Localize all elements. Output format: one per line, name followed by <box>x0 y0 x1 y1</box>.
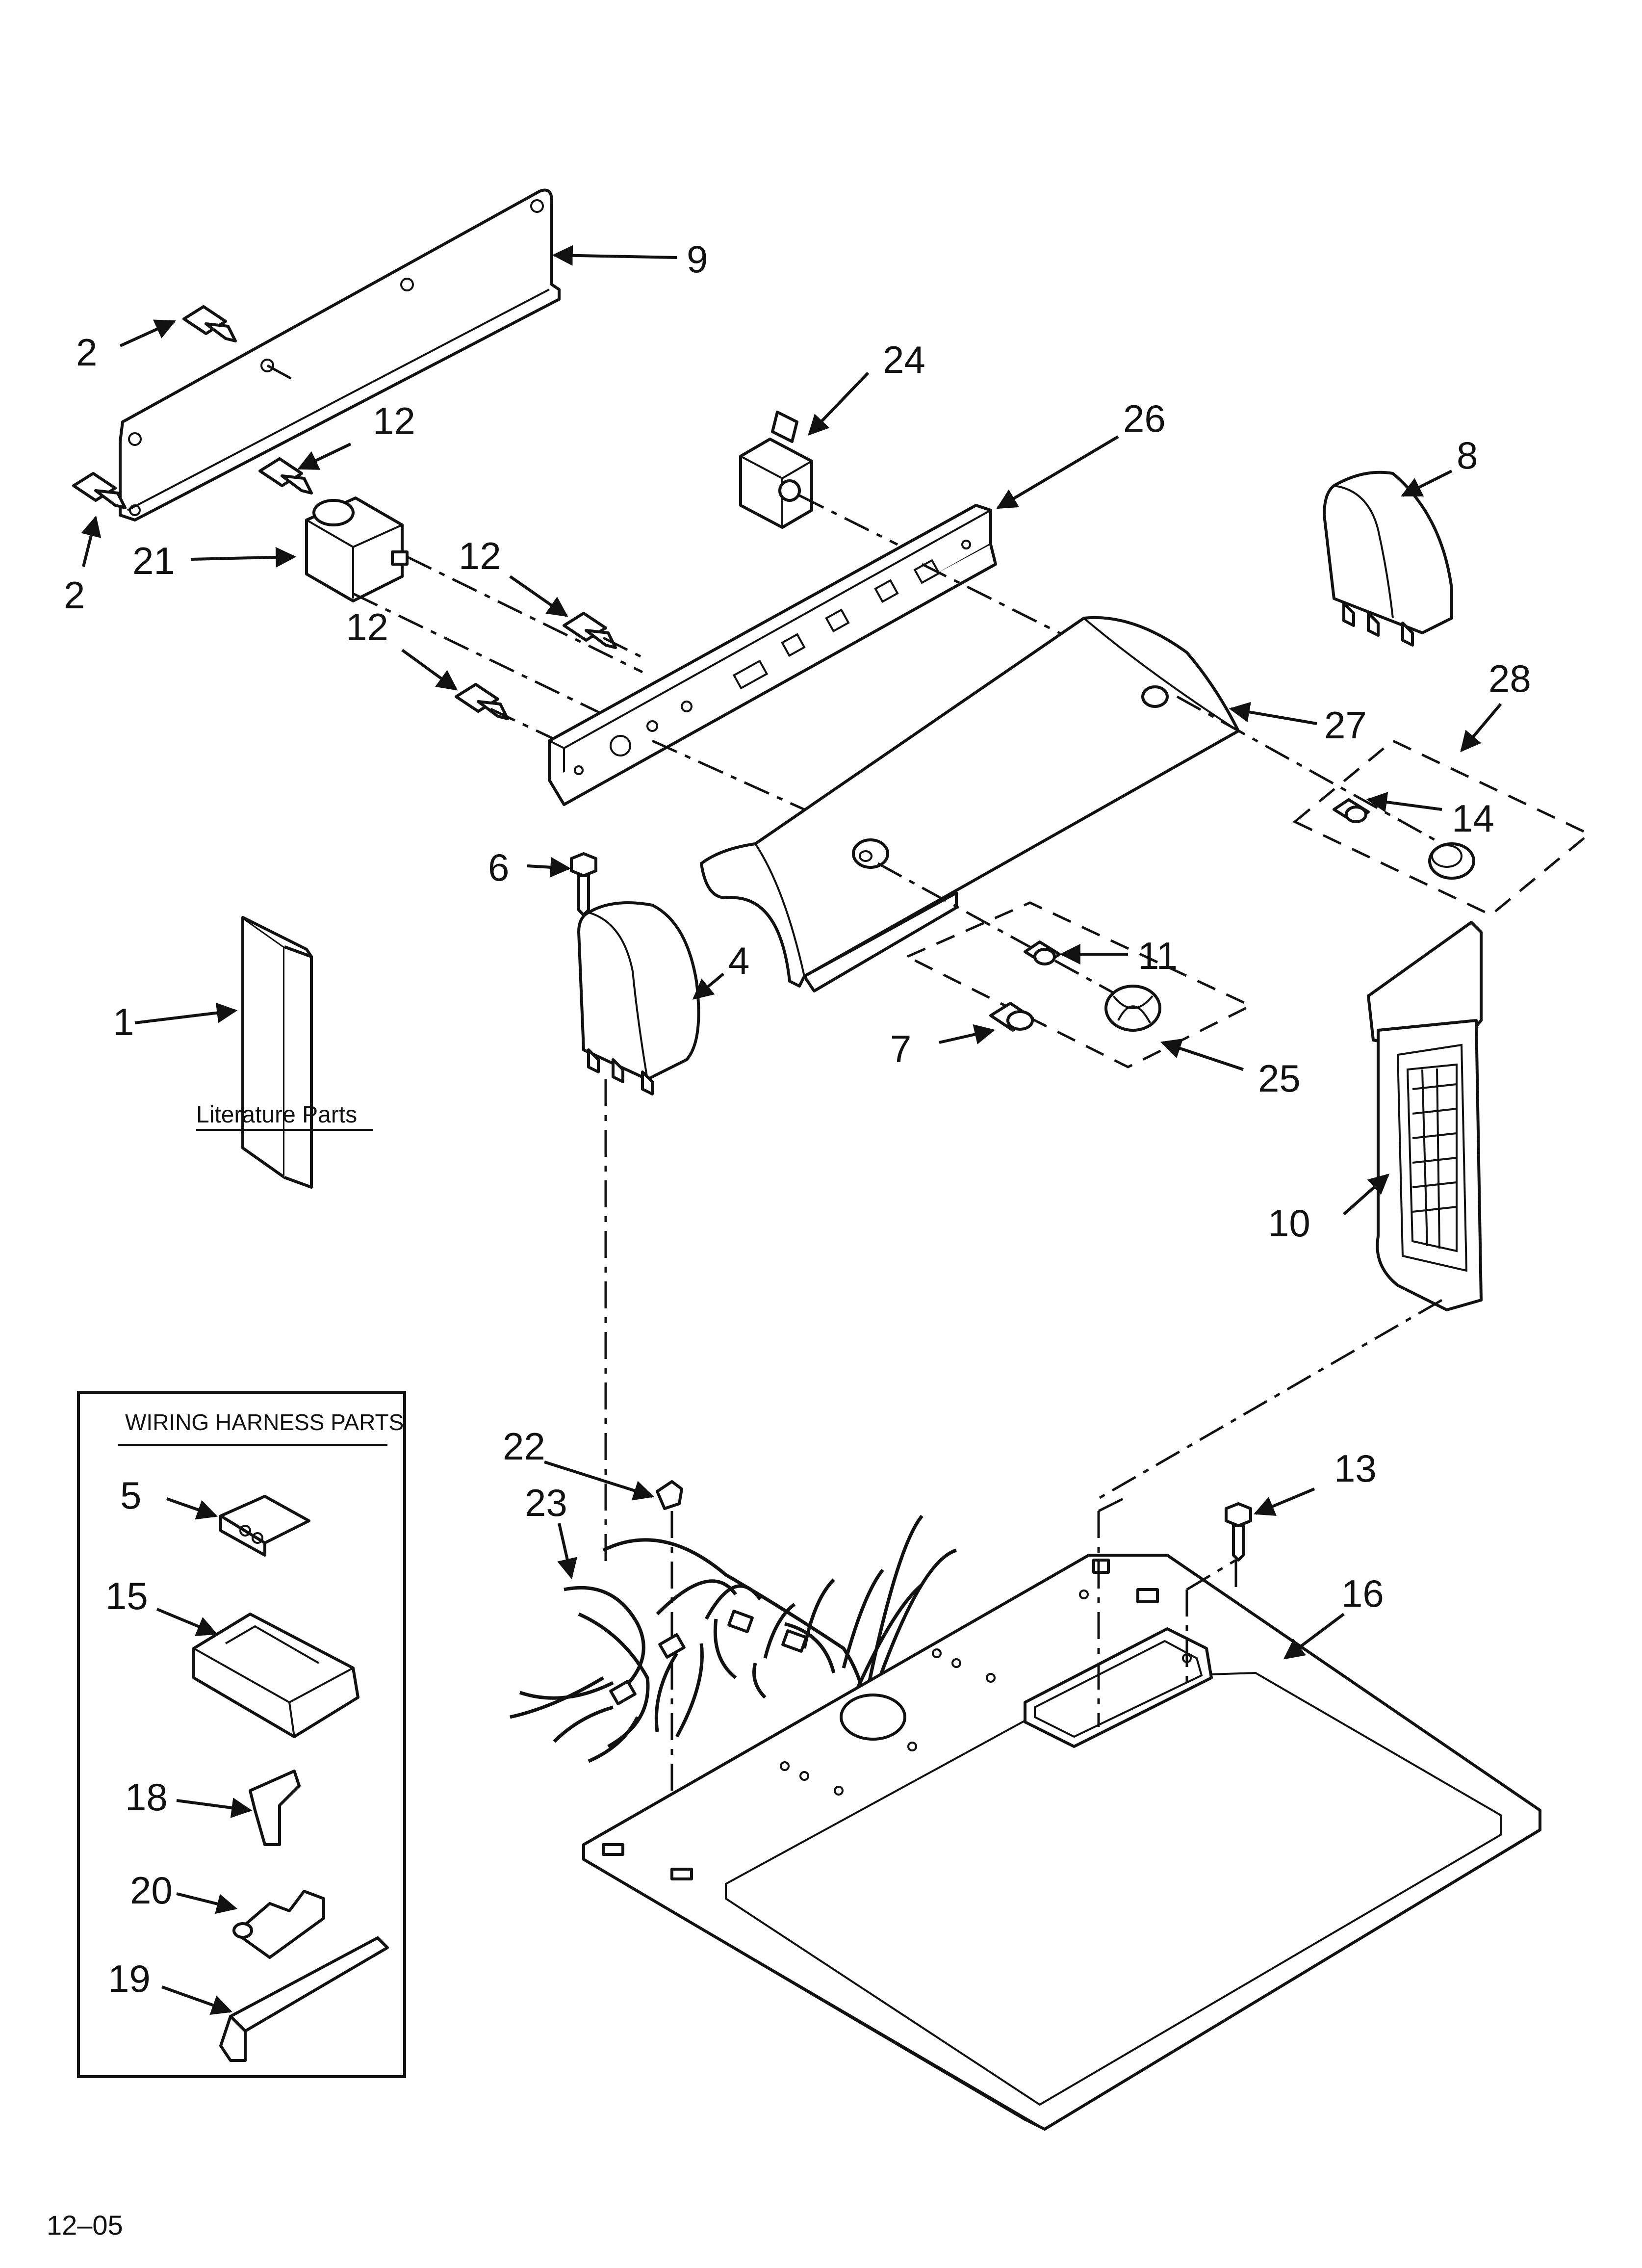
callout-6: 6 <box>488 846 509 889</box>
leader-21 <box>191 547 297 568</box>
part-14-bushing <box>1333 798 1370 823</box>
callout-18: 18 <box>125 1775 168 1819</box>
callout-4: 4 <box>728 939 749 982</box>
leader-20 <box>176 1892 238 1914</box>
callout-2-upper: 2 <box>76 331 97 374</box>
part-28-kit-box <box>1292 739 1591 916</box>
leader-8 <box>1401 469 1453 497</box>
leader-19 <box>161 1985 232 2015</box>
leader-13 <box>1254 1487 1315 1516</box>
callout-26: 26 <box>1123 397 1166 440</box>
callout-27: 27 <box>1324 704 1367 747</box>
callout-25: 25 <box>1258 1057 1301 1100</box>
literature-parts-label: Literature Parts <box>196 1102 357 1128</box>
callout-24: 24 <box>883 338 925 381</box>
part-2-screw-upper <box>182 305 237 342</box>
part-4-left-end-cap <box>577 901 700 1095</box>
callout-1: 1 <box>113 1000 134 1043</box>
callout-11: 11 <box>1138 934 1178 977</box>
leader-2b <box>81 515 102 567</box>
wiring-harness-parts-box <box>77 1391 406 2078</box>
callout-12-lower: 12 <box>346 605 388 649</box>
leader-16 <box>1283 1613 1345 1660</box>
leader-2a <box>119 319 176 347</box>
part-13-screw <box>1225 1502 1252 1562</box>
leader-1 <box>134 1002 238 1024</box>
part-28-knob-right <box>1428 842 1475 880</box>
part-10-lint-screen <box>1367 921 1483 1311</box>
callout-14: 14 <box>1452 797 1494 840</box>
part-21-timer <box>305 496 409 602</box>
callout-15: 15 <box>105 1574 148 1617</box>
callout-13: 13 <box>1334 1447 1377 1490</box>
leader-25 <box>1160 1039 1244 1071</box>
callout-7: 7 <box>890 1027 911 1070</box>
part-25-kit-box <box>904 901 1254 1069</box>
leader-14 <box>1366 792 1442 812</box>
part-20-terminal <box>232 1890 325 1959</box>
part-1-literature <box>241 916 313 1189</box>
leader-23 <box>557 1523 578 1580</box>
leader-12b <box>509 575 568 617</box>
leader-5 <box>166 1497 218 1520</box>
leader-9 <box>552 245 677 266</box>
leader-24 <box>808 371 870 436</box>
leader-6 <box>527 857 571 878</box>
leader-18 <box>176 1798 253 1818</box>
part-22-clip <box>656 1480 683 1510</box>
part-19-cable-tie <box>219 1936 389 2062</box>
part-6-screw <box>570 852 597 916</box>
leader-7 <box>939 1024 996 1044</box>
callout-20: 20 <box>130 1869 173 1912</box>
callout-19: 19 <box>108 1957 151 2000</box>
callout-12-middle: 12 <box>459 534 501 577</box>
part-15-connector-block <box>192 1613 359 1738</box>
part-16-top-panel <box>582 1554 1541 2131</box>
part-25-knob <box>1104 985 1161 1032</box>
part-18-clip <box>249 1770 301 1846</box>
callout-12-upper: 12 <box>373 399 415 443</box>
callout-10: 10 <box>1268 1201 1310 1245</box>
callout-22: 22 <box>503 1425 545 1468</box>
part-8-right-end-cap <box>1323 470 1453 647</box>
leader-12c <box>401 649 458 691</box>
callout-16: 16 <box>1341 1572 1384 1615</box>
callout-5: 5 <box>120 1474 141 1517</box>
part-12-screw-b <box>563 612 617 649</box>
leader-10 <box>1343 1173 1390 1216</box>
leader-4 <box>692 972 724 1000</box>
part-9-rear-bracket <box>119 188 561 521</box>
callout-23: 23 <box>525 1481 567 1524</box>
part-11-bushing <box>1024 940 1061 965</box>
part-2-screw-lower <box>72 472 127 509</box>
part-7-screw <box>989 1002 1034 1032</box>
part-24-switch <box>739 411 813 529</box>
part-12-screw-a <box>258 457 313 495</box>
callout-8: 8 <box>1457 434 1478 477</box>
callout-28: 28 <box>1488 657 1531 700</box>
callout-21: 21 <box>132 539 175 582</box>
wiring-harness-parts-title: WIRING HARNESS PARTS <box>125 1409 404 1435</box>
leader-22 <box>544 1460 655 1501</box>
leader-12a <box>297 443 352 470</box>
callout-9: 9 <box>687 237 708 281</box>
leader-26 <box>996 435 1119 509</box>
footer-code: 12–05 <box>47 2210 123 2241</box>
part-27-console <box>700 616 1240 992</box>
part-5-connector <box>219 1495 310 1557</box>
leader-28 <box>1460 703 1502 753</box>
leader-15 <box>156 1608 218 1636</box>
leader-27 <box>1229 702 1317 725</box>
part-26-control-bracket <box>548 504 997 806</box>
callout-2-lower: 2 <box>64 574 85 617</box>
part-23-wire-harness <box>510 1514 957 1763</box>
